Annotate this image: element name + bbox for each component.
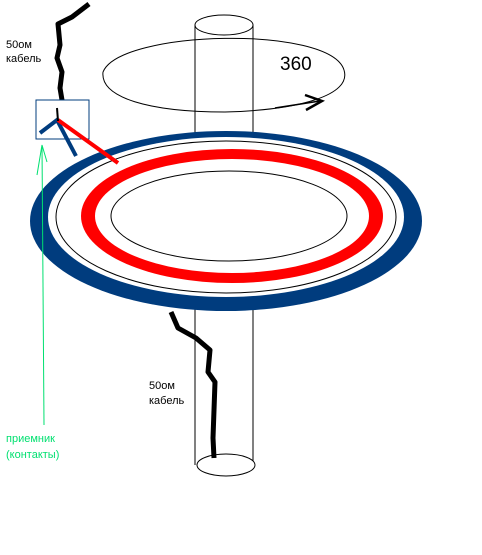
rotation-arc-front [102,69,346,113]
contact-join-stub [56,107,59,122]
ring-assembly [30,131,422,311]
rotation-arrow-head [304,93,326,112]
top-cable-label-line1: 50ом [6,39,32,51]
top-cable-label-line2: кабель [6,53,42,65]
bottom-cable-label-line1: 50ом [149,380,175,392]
blue-contact-wire [38,116,78,157]
inner-disc-outline [110,170,348,262]
red-ring-inner-cut [95,159,369,273]
rotation-arrow-shaft [274,100,321,109]
top-cable-label: 50ом кабель [6,39,42,65]
receiver-box [35,99,90,140]
receiver-pointer-line [41,144,45,426]
pole-bottom-cap [196,453,256,477]
receiver-label-line2: (контакты) [6,449,59,461]
bottom-cable-label-line2: кабель [149,395,185,407]
red-contact-wire [56,118,120,165]
receiver-pointer-head [36,144,48,176]
rotation-arc-back [102,37,345,73]
rotation-label: 360 [280,54,312,75]
top-cable [54,2,91,101]
thin-outline-ring [55,140,397,294]
receiver-label-line1: приемник [6,433,55,445]
bottom-cable-label: 50ом кабель [149,380,185,407]
receiver-label: приемник (контакты) [6,433,59,461]
pole-top-cap [194,14,254,36]
bottom-cable [168,310,218,459]
